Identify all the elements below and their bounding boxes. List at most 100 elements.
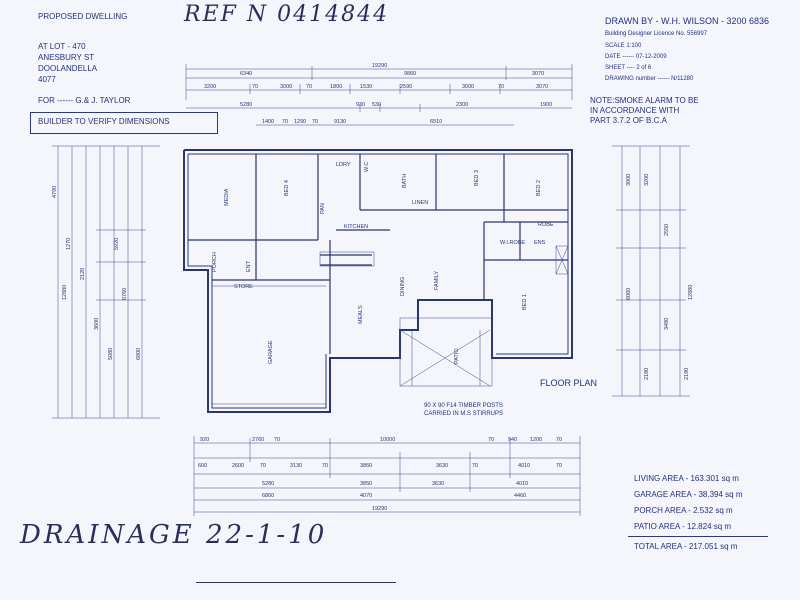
area-total-divider — [628, 536, 768, 537]
builder-note-box — [30, 112, 218, 134]
dim-bot-r2-0: 600 — [198, 463, 207, 469]
dim-bot-r2-6: 3630 — [436, 463, 448, 469]
room-bed2: BED 2 — [536, 180, 542, 196]
postcode: 4077 — [38, 75, 56, 84]
floor-plan-label: FLOOR PLAN — [540, 378, 598, 388]
room-bath: BATH — [402, 174, 408, 188]
lot-number: AT LOT - 470 — [38, 42, 86, 51]
dim-left-5: 6760 — [122, 288, 128, 300]
dim-top-r4-3: 70 — [312, 119, 318, 125]
dim-left-8: 12880 — [62, 285, 68, 300]
drawing-scale: SCALE 1:100 — [605, 43, 642, 49]
street-name: ANESBURY ST — [38, 53, 95, 62]
living-area: LIVING AREA - 163.301 sq m — [634, 474, 739, 483]
dim-top-r3-2: 530 — [372, 102, 381, 108]
room-store: STORE — [234, 284, 253, 290]
room-porch: PORCH — [212, 252, 218, 272]
dim-left-6: 6800 — [136, 348, 142, 360]
dim-bot-r4-2: 4460 — [514, 493, 526, 499]
dim-top-r2-2: 3000 — [280, 84, 292, 90]
dim-bot-r1-4: 70 — [488, 437, 494, 443]
dim-bot-r2-9: 70 — [556, 463, 562, 469]
proposed-dwelling: PROPOSED DWELLING — [38, 12, 128, 21]
dim-top-r4-1: 70 — [282, 119, 288, 125]
dim-top-b: 9860 — [404, 71, 416, 77]
dim-left-1: 1270 — [66, 238, 72, 250]
dim-top-total: 19290 — [372, 63, 387, 69]
drawn-by: DRAWN BY - W.H. WILSON - 3200 6836 — [605, 16, 770, 26]
dim-right-6: 2190 — [684, 368, 690, 380]
dim-right-7: 12880 — [688, 285, 694, 300]
drawing-number: DRAWING number ------ N/11280 — [605, 76, 694, 82]
designer-licence: Building Designer Licence No. 556997 — [605, 31, 708, 37]
dim-top-r2-1: 70 — [252, 84, 258, 90]
dim-top-r3-1: 930 — [356, 102, 365, 108]
ref-number: REF N 0414844 — [184, 2, 390, 27]
dim-bot-r2-5: 3860 — [360, 463, 372, 469]
dim-bot-r3-1: 3850 — [360, 481, 372, 487]
dim-bot-r1-6: 1200 — [530, 437, 542, 443]
room-media: MEDIA — [224, 188, 230, 206]
dim-left-7: 5920 — [114, 238, 120, 250]
dim-bot-r3-3: 4010 — [516, 481, 528, 487]
room-laundry: LDRY — [336, 162, 351, 168]
room-bed3: BED 3 — [474, 170, 480, 186]
dim-bot-r3-0: 5280 — [262, 481, 274, 487]
room-robe: ROBE — [538, 222, 554, 228]
dim-left-4: 5080 — [108, 348, 114, 360]
dim-bot-r4-1: 4070 — [360, 493, 372, 499]
drainage-handwritten: DRAINAGE 22-1-10 — [20, 520, 328, 550]
smoke-note-line-1: NOTE:SMOKE ALARM TO BE — [590, 96, 699, 105]
room-pantry: PAN — [320, 203, 326, 214]
smoke-note-line-2: IN ACCORDANCE WITH — [590, 106, 680, 115]
dim-right-4: 3480 — [664, 318, 670, 330]
dim-bot-r2-4: 70 — [322, 463, 328, 469]
client-name: FOR ------ G.& J. TAYLOR — [38, 96, 131, 105]
dim-right-0: 3900 — [626, 174, 632, 186]
dim-top-r3-4: 1900 — [540, 102, 552, 108]
timber-posts-line-2: CARRIED IN M.S STIRRUPS — [424, 411, 504, 417]
dim-bot-r4-0: 6860 — [262, 493, 274, 499]
dim-top-r2-8: 70 — [498, 84, 504, 90]
dim-bot-r1-0: 920 — [200, 437, 209, 443]
dim-top-r2-5: 1530 — [360, 84, 372, 90]
dim-top-r3-0: 5280 — [240, 102, 252, 108]
dim-left-2: 2120 — [80, 268, 86, 280]
dim-top-r2-6: 2590 — [400, 84, 412, 90]
dim-top-r2-3: 70 — [306, 84, 312, 90]
dim-bot-r1-3: 10000 — [380, 437, 395, 443]
dim-right-3: 6060 — [626, 288, 632, 300]
drawing-date: DATE ------ 07-12-2009 — [605, 54, 667, 60]
timber-posts-line-1: 90 X 90 F14 TIMBER POSTS — [424, 403, 503, 409]
dim-left-0: 4790 — [52, 186, 58, 198]
patio-area: PATIO AREA - 12.824 sq m — [634, 522, 732, 531]
suburb-name: DOOLANDELLA — [38, 64, 98, 73]
dim-bot-r2-1: 2600 — [232, 463, 244, 469]
room-dining: DINING — [400, 277, 406, 296]
room-family: FAMILY — [434, 271, 440, 290]
dim-bot-r3-2: 3630 — [432, 481, 444, 487]
dim-bot-r1-7: 70 — [556, 437, 562, 443]
dim-bot-total: 19290 — [372, 506, 387, 512]
room-kitchen: KITCHEN — [344, 224, 368, 230]
dim-top-r2-0: 3200 — [204, 84, 216, 90]
dim-top-r3-3: 2300 — [456, 102, 468, 108]
dim-bot-r2-7: 70 — [472, 463, 478, 469]
porch-area: PORCH AREA - 2.532 sq m — [634, 506, 733, 515]
total-area: TOTAL AREA - 217.051 sq m — [634, 542, 738, 551]
dim-bot-r2-3: 3130 — [290, 463, 302, 469]
room-entry: ENT — [246, 260, 252, 272]
dim-bot-r1-2: 70 — [274, 437, 280, 443]
builder-note: BUILDER TO VERIFY DIMENSIONS — [38, 117, 170, 126]
room-bed1: BED 1 — [522, 294, 528, 310]
sheet-number: SHEET ---- 2 of 6 — [605, 65, 652, 71]
garage-area: GARAGE AREA - 38.394 sq m — [634, 490, 743, 499]
room-garage: GARAGE — [268, 340, 274, 364]
dim-top-a: 6340 — [240, 71, 252, 77]
dim-bot-r1-1: 2760 — [252, 437, 264, 443]
room-wc: W.C — [364, 162, 370, 172]
dim-top-r2-4: 1800 — [330, 84, 342, 90]
room-meals: MEALS — [358, 305, 364, 324]
